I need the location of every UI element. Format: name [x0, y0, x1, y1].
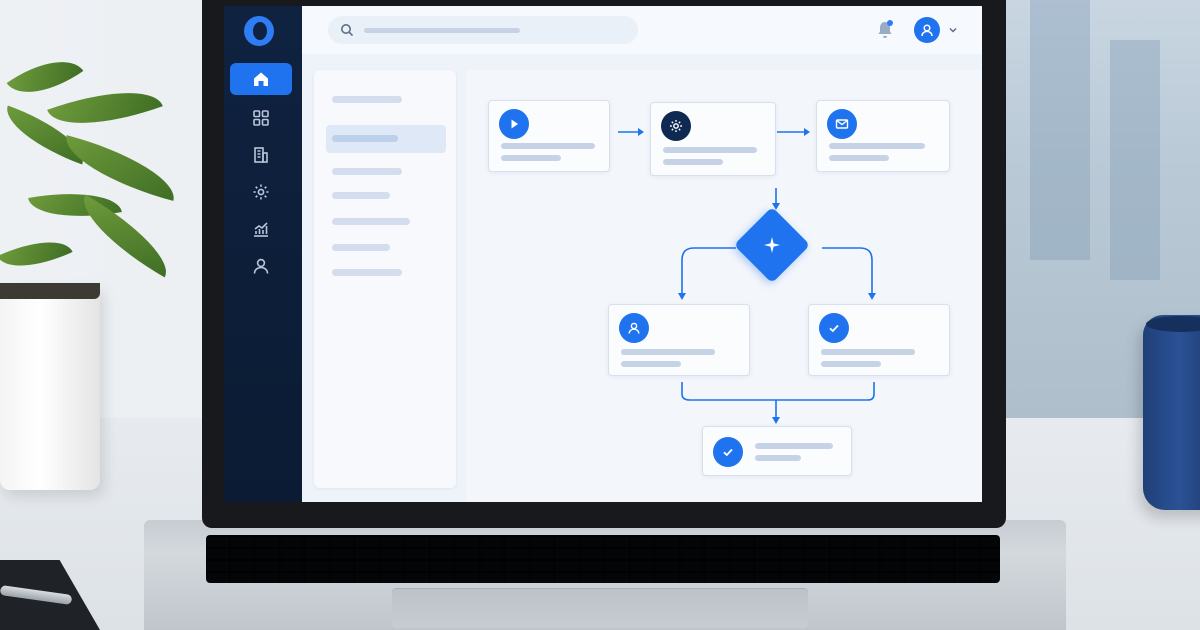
sidebar-item-organization[interactable] [230, 139, 292, 171]
sidebar [224, 6, 302, 502]
node-badge [819, 313, 849, 343]
notification-dot [887, 20, 893, 26]
panel-item[interactable] [332, 192, 390, 199]
workflow-node-start[interactable] [488, 100, 610, 172]
node-text-line [663, 159, 723, 165]
background-building [1030, 0, 1090, 260]
node-badge [499, 109, 529, 139]
play-icon [511, 119, 518, 129]
search-icon [341, 24, 354, 37]
node-text-line [621, 349, 715, 355]
gear-icon [253, 184, 269, 200]
sidebar-item-home[interactable] [230, 63, 292, 95]
check-icon [829, 324, 839, 333]
node-text-line [663, 147, 757, 153]
laptop-trackpad [392, 588, 808, 628]
node-text-line [621, 361, 681, 367]
node-text-line [829, 143, 925, 149]
panel-item[interactable] [332, 269, 402, 276]
panel-item-label [332, 135, 398, 142]
panel-item[interactable] [332, 218, 410, 225]
chevron-down-icon[interactable] [948, 25, 958, 35]
sidebar-item-profile[interactable] [230, 250, 292, 282]
analytics-icon [254, 222, 268, 237]
plant-soil [0, 283, 100, 299]
building-icon [254, 147, 268, 163]
home-icon [254, 72, 268, 86]
plant-pot [0, 285, 100, 490]
panel-item[interactable] [332, 168, 402, 175]
background-building [1110, 40, 1160, 280]
node-text-line [755, 455, 801, 461]
side-panel [314, 70, 456, 488]
node-text-line [821, 361, 881, 367]
node-text-line [501, 155, 561, 161]
workflow-node-assign[interactable] [608, 304, 750, 376]
search-placeholder-bar [364, 28, 520, 33]
workflow-node-email[interactable] [816, 100, 950, 172]
workflow-node-complete[interactable] [702, 426, 852, 476]
user-icon [921, 24, 933, 37]
search-input[interactable] [328, 16, 638, 44]
laptop-keyboard [206, 535, 1000, 583]
workflow-node-approve[interactable] [808, 304, 950, 376]
node-badge [713, 437, 743, 467]
avatar[interactable] [914, 17, 940, 43]
node-badge [661, 111, 691, 141]
sidebar-item-settings[interactable] [230, 176, 292, 208]
main-area [302, 6, 982, 502]
app-logo[interactable] [244, 16, 274, 46]
mail-icon [835, 119, 849, 129]
top-bar [302, 6, 982, 54]
coffee-mug [1143, 315, 1200, 510]
laptop-screen [224, 6, 982, 502]
workflow-node-process[interactable] [650, 102, 776, 176]
user-icon [628, 322, 640, 334]
node-text-line [501, 143, 595, 149]
gear-icon [670, 120, 682, 132]
node-text-line [821, 349, 915, 355]
user-icon [253, 258, 269, 274]
sidebar-item-analytics[interactable] [230, 213, 292, 245]
sparkle-icon [764, 237, 780, 253]
node-badge [619, 313, 649, 343]
node-badge [827, 109, 857, 139]
panel-item[interactable] [332, 96, 402, 103]
background-window [1000, 0, 1200, 420]
sidebar-item-dashboard[interactable] [230, 102, 292, 134]
coffee-mug-rim [1146, 316, 1200, 332]
node-text-line [829, 155, 889, 161]
panel-item[interactable] [332, 244, 390, 251]
node-text-line [755, 443, 833, 449]
check-icon [723, 448, 733, 457]
grid-icon [253, 110, 269, 126]
